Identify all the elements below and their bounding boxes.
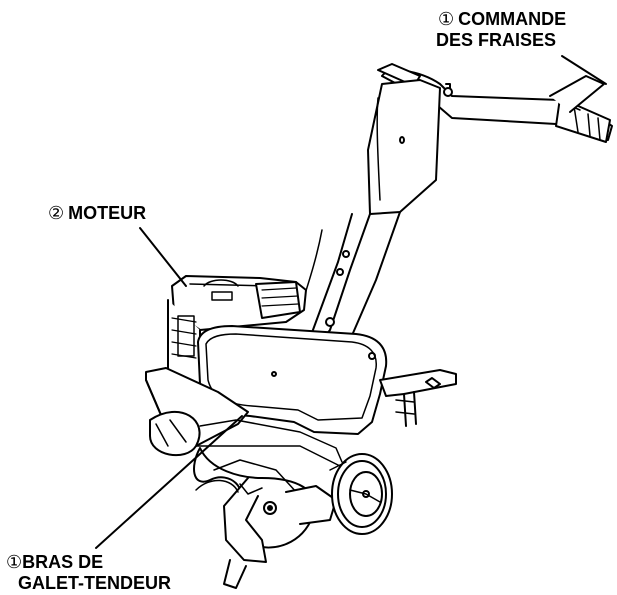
label-line: DES FRAISES [436, 30, 557, 50]
tines [149, 410, 337, 589]
callout-number: ② [48, 203, 65, 223]
label-bras-de-galet-tendeur: ①BRAS DE GALET-TENDEUR [6, 552, 171, 594]
callout-number: ① [438, 9, 455, 29]
transport-wheel [329, 453, 393, 535]
label-line: GALET-TENDEUR [18, 573, 171, 593]
handle-column [299, 79, 441, 343]
label-line: COMMANDE [458, 9, 567, 29]
leader-moteur [139, 227, 187, 287]
label-line: MOTEUR [68, 203, 147, 223]
leader-lines [95, 55, 607, 549]
frame-bracket [379, 369, 457, 427]
label-line: BRAS DE [22, 552, 104, 572]
leader-bras [95, 415, 243, 549]
leader-commande [561, 55, 607, 85]
callout-number: ① [6, 552, 23, 572]
